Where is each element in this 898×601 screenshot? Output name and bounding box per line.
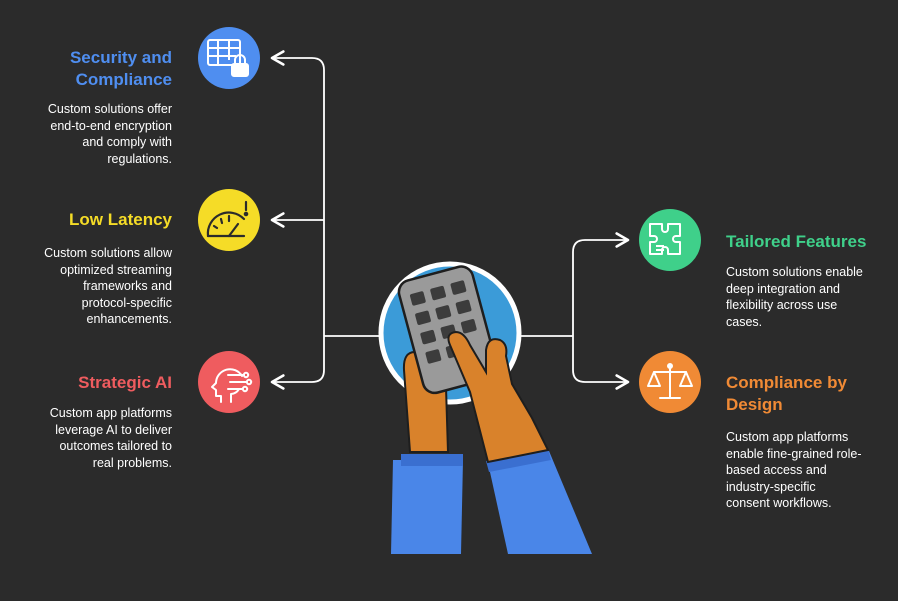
connector-lines <box>270 50 630 390</box>
compliance-design-title: Compliance by Design <box>726 373 847 414</box>
latency-title: Low Latency <box>69 210 172 229</box>
latency-description: Custom solutions allow optimized streami… <box>44 246 172 326</box>
spreadsheet-lock-icon <box>207 39 249 77</box>
speedometer-icon <box>206 200 249 238</box>
security-description: Custom solutions offer end-to-end encryp… <box>47 102 172 166</box>
puzzle-icon <box>649 223 681 255</box>
security-title-text: Security and Compliance <box>69 48 172 89</box>
security-title: Security and Compliance <box>0 47 172 91</box>
compliance-icon-circle <box>639 351 701 413</box>
tailored-icon-circle <box>639 209 701 271</box>
tailored-title: Tailored Features <box>726 232 867 251</box>
strategic-title: Strategic AI <box>78 373 172 392</box>
connector-right-tailored <box>572 232 630 336</box>
security-icon-circle <box>198 27 260 89</box>
hands-calculator-icon <box>378 261 592 554</box>
connector-left-strategic <box>270 336 325 390</box>
compliance-design-description: Custom app platforms enable fine-grained… <box>726 430 862 510</box>
strategic-icon-circle <box>198 351 260 413</box>
strategic-description: Custom app platforms leverage AI to deli… <box>49 406 172 470</box>
connector-left-security <box>270 50 325 336</box>
connector-right-compliance <box>572 336 630 390</box>
tailored-description: Custom solutions enable deep integration… <box>726 265 863 329</box>
ai-head-icon <box>211 368 253 403</box>
latency-icon-circle <box>198 189 260 251</box>
scales-icon <box>647 363 693 399</box>
